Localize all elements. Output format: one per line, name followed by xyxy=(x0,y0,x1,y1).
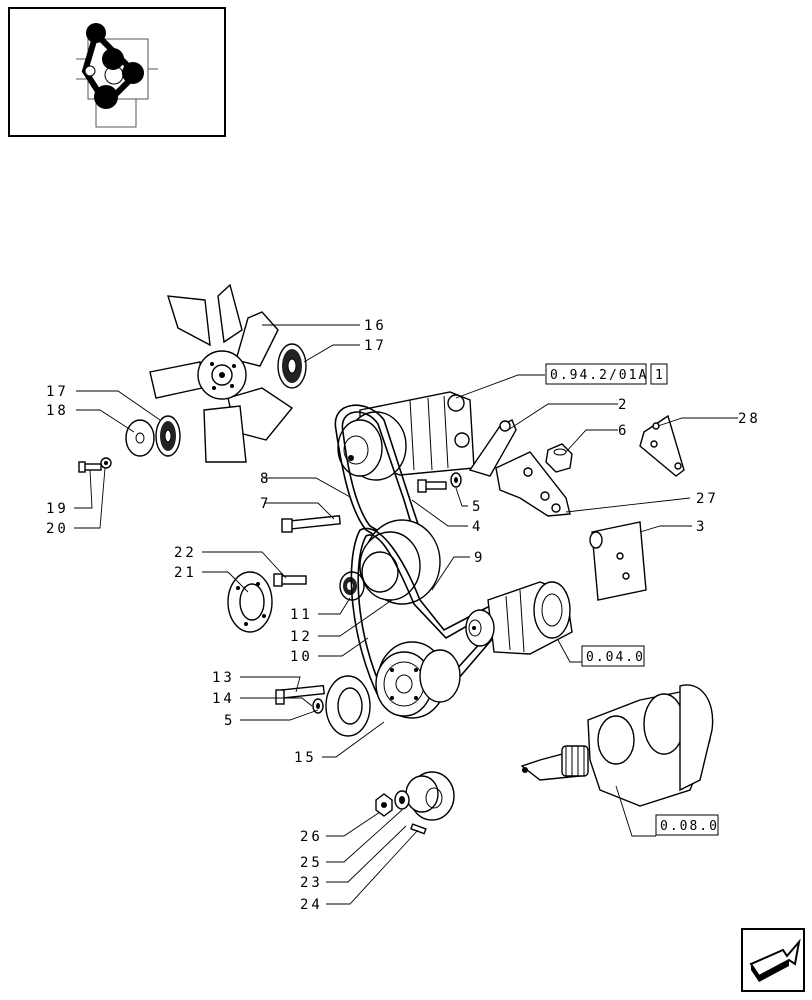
label-11: 11 xyxy=(290,607,313,623)
engine-thumbnail[interactable] xyxy=(8,7,226,137)
label-2: 2 xyxy=(618,397,629,413)
label-9: 9 xyxy=(474,550,485,566)
label-25: 25 xyxy=(300,855,323,871)
label-17-left: 17 xyxy=(46,384,69,400)
mounting-bracket-27 xyxy=(495,451,571,517)
cooling-fan xyxy=(149,283,294,463)
label-5-lower: 5 xyxy=(224,713,235,729)
label-19: 19 xyxy=(46,501,69,517)
label-28: 28 xyxy=(738,411,761,427)
label-22: 22 xyxy=(174,545,197,561)
fan-drive-hub xyxy=(227,571,307,633)
cover-plate xyxy=(589,521,647,601)
small-bolt-and-nut xyxy=(78,457,112,473)
crankshaft xyxy=(520,684,714,807)
label-13: 13 xyxy=(212,670,235,686)
label-17-upper: 17 xyxy=(364,338,387,354)
label-14: 14 xyxy=(212,691,235,707)
label-4: 4 xyxy=(472,519,483,535)
label-20: 20 xyxy=(46,521,69,537)
water-pump-pulley xyxy=(339,519,441,605)
seal-ring-upper xyxy=(277,343,307,389)
page-navigation-button[interactable] xyxy=(741,928,805,992)
spacer-and-seal xyxy=(125,415,181,457)
ref-label-0-04-0: 0.04.0 xyxy=(586,650,645,665)
label-24: 24 xyxy=(300,897,323,913)
long-bolt xyxy=(281,515,341,533)
engine-thumbnail-icon xyxy=(76,23,158,128)
crankshaft-pulley xyxy=(375,641,461,719)
mounting-plate-28 xyxy=(639,414,685,477)
leader-lines xyxy=(74,324,738,905)
label-27: 27 xyxy=(696,491,719,507)
reference-link-0-04-0[interactable]: 0.04.0 xyxy=(581,645,645,667)
support-bracket xyxy=(468,419,517,477)
ref-index-1: 1 xyxy=(655,368,665,383)
compressor-pulley-assembly xyxy=(337,391,475,481)
label-21: 21 xyxy=(174,565,197,581)
reference-link-0-94-2[interactable]: 0.94.2/01A 1 xyxy=(545,363,668,385)
label-10: 10 xyxy=(290,649,313,665)
label-6: 6 xyxy=(618,423,629,439)
label-15: 15 xyxy=(294,750,317,766)
label-8: 8 xyxy=(260,471,271,487)
pulley-nut-and-washer xyxy=(375,771,455,835)
label-5-upper: 5 xyxy=(472,499,483,515)
label-26: 26 xyxy=(300,829,323,845)
alternator xyxy=(465,581,573,655)
label-7: 7 xyxy=(260,496,271,512)
bolt-upper xyxy=(417,472,462,493)
ref-label-0-94-2: 0.94.2/01A xyxy=(550,368,648,383)
vibration-damper xyxy=(275,675,371,737)
label-18: 18 xyxy=(46,403,69,419)
spacer-bush xyxy=(545,443,573,473)
ref-label-0-08-0: 0.08.0 xyxy=(660,819,719,834)
label-12: 12 xyxy=(290,629,313,645)
reference-link-0-08-0[interactable]: 0.08.0 xyxy=(655,814,719,836)
page-navigation-arrow-icon xyxy=(749,938,801,982)
label-23: 23 xyxy=(300,875,323,891)
label-3: 3 xyxy=(696,519,707,535)
label-16: 16 xyxy=(364,318,387,334)
